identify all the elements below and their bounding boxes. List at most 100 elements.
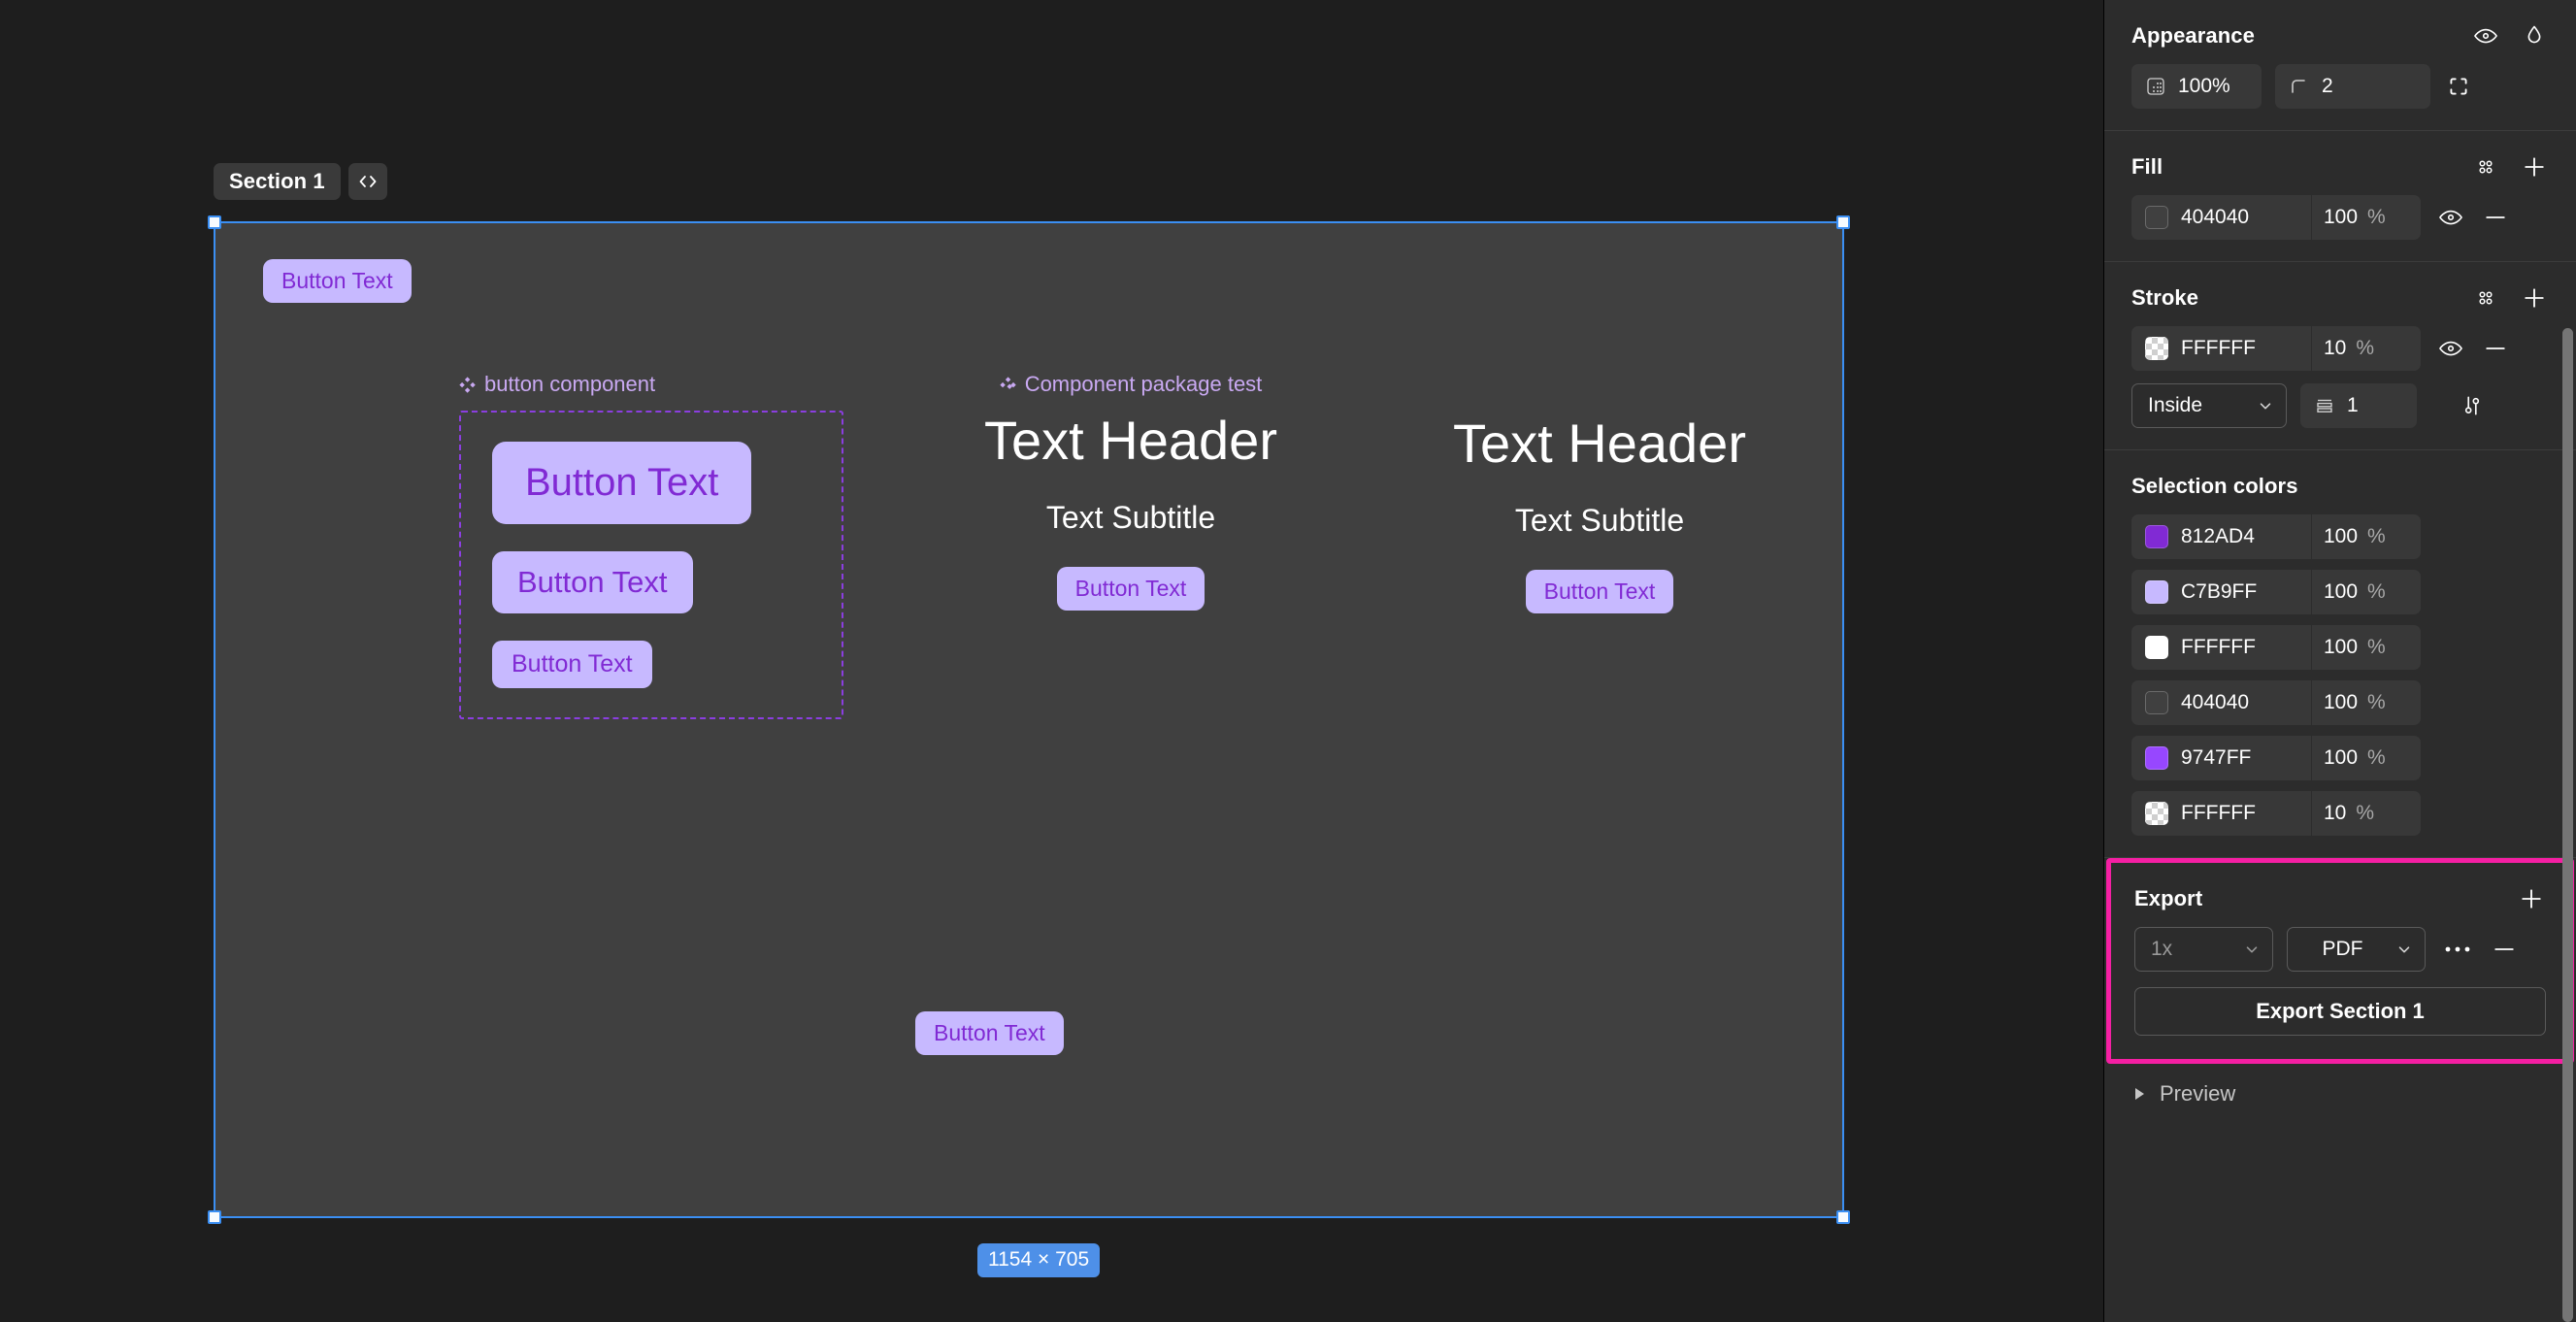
- selection-percent-sign: %: [2367, 525, 2386, 547]
- triangle-right-icon: [2135, 1088, 2144, 1100]
- code-brackets-icon[interactable]: [347, 163, 387, 200]
- selection-opacity-input[interactable]: 100 %: [2311, 570, 2421, 614]
- stroke-weight-field[interactable]: 1: [2300, 383, 2417, 428]
- selection-color-swatch[interactable]: [2145, 636, 2168, 659]
- plus-icon[interactable]: [2520, 152, 2549, 182]
- export-scale-dropdown[interactable]: 1x: [2134, 927, 2273, 972]
- opacity-value: 100%: [2178, 75, 2230, 97]
- export-format-value: PDF: [2322, 938, 2363, 960]
- component-button-small[interactable]: Button Text: [492, 641, 652, 688]
- clip-content-icon[interactable]: [2444, 72, 2473, 101]
- dimension-badge: 1154 × 705: [977, 1243, 1101, 1277]
- stroke-remove-minus-icon[interactable]: [2481, 334, 2510, 363]
- stroke-opacity-input[interactable]: 10 %: [2311, 326, 2421, 371]
- selection-opacity-input[interactable]: 10 %: [2311, 791, 2421, 836]
- fill-hex-value: 404040: [2181, 206, 2250, 228]
- selection-color-input[interactable]: FFFFFF 100 %: [2131, 625, 2421, 670]
- selection-color-input[interactable]: C7B9FF 100 %: [2131, 570, 2421, 614]
- selection-opacity-value: 100: [2324, 636, 2359, 658]
- stroke-settings-icon[interactable]: [2458, 391, 2487, 420]
- section-name-chip[interactable]: Section 1: [214, 163, 341, 200]
- resize-handle-top-right[interactable]: [1836, 215, 1850, 229]
- selection-percent-sign: %: [2356, 802, 2375, 824]
- selection-percent-sign: %: [2367, 691, 2386, 713]
- canvas-button-top-left[interactable]: Button Text: [263, 259, 412, 303]
- component-frame[interactable]: Button Text Button Text Button Text: [459, 411, 843, 719]
- stroke-align-value: Inside: [2148, 394, 2203, 416]
- opacity-field[interactable]: 100%: [2131, 64, 2262, 109]
- selection-percent-sign: %: [2367, 580, 2386, 603]
- corner-radius-value: 2: [2322, 75, 2333, 97]
- selection-hex-value: 9747FF: [2181, 746, 2252, 769]
- canvas-area[interactable]: Section 1 Button Text: [0, 0, 2103, 1322]
- text-group-2[interactable]: Text Header Text Subtitle Button Text: [1439, 413, 1760, 613]
- fill-opacity-value: 100: [2324, 206, 2359, 228]
- fill-opacity-input[interactable]: 100 %: [2311, 195, 2421, 240]
- section-frame[interactable]: Button Text button component Button Text…: [208, 215, 1850, 1224]
- selection-opacity-input[interactable]: 100 %: [2311, 514, 2421, 559]
- fill-section: Fill: [2104, 131, 2576, 262]
- plus-icon[interactable]: [2517, 884, 2546, 913]
- text-subtitle-2: Text Subtitle: [1514, 502, 1685, 538]
- fill-color-input[interactable]: 404040 100 %: [2131, 195, 2421, 240]
- stroke-visibility-eye-icon[interactable]: [2436, 334, 2465, 363]
- styles-grid-icon[interactable]: [2471, 283, 2500, 313]
- fill-remove-minus-icon[interactable]: [2481, 203, 2510, 232]
- resize-handle-bottom-right[interactable]: [1836, 1210, 1850, 1224]
- selection-color-row: 404040 100 %: [2131, 680, 2549, 725]
- component-button-medium[interactable]: Button Text: [492, 551, 693, 613]
- component-group-package-test[interactable]: Component package test Text Header Text …: [971, 374, 1291, 611]
- selection-color-swatch[interactable]: [2145, 525, 2168, 548]
- opacity-grid-icon: [2145, 76, 2166, 97]
- ellipsis-icon[interactable]: [2443, 935, 2472, 964]
- stroke-color-swatch[interactable]: [2145, 337, 2168, 360]
- styles-grid-icon[interactable]: [2471, 152, 2500, 182]
- selection-opacity-input[interactable]: 100 %: [2311, 680, 2421, 725]
- selection-color-input[interactable]: 404040 100 %: [2131, 680, 2421, 725]
- text-header-2: Text Header: [1453, 413, 1746, 474]
- stroke-opacity-value: 10: [2324, 337, 2347, 359]
- panel-scrollbar[interactable]: [2562, 328, 2573, 1322]
- selection-color-input[interactable]: 9747FF 100 %: [2131, 736, 2421, 780]
- resize-handle-bottom-left[interactable]: [208, 1210, 221, 1224]
- appearance-section: Appearance: [2104, 0, 2576, 131]
- selection-opacity-input[interactable]: 100 %: [2311, 736, 2421, 780]
- component-group-button-component[interactable]: button component Button Text Button Text…: [459, 374, 843, 719]
- export-format-dropdown[interactable]: PDF: [2287, 927, 2426, 972]
- text-group-button-1[interactable]: Button Text: [1056, 566, 1205, 611]
- droplet-icon[interactable]: [2520, 21, 2549, 50]
- selection-color-input[interactable]: 812AD4 100 %: [2131, 514, 2421, 559]
- stroke-color-input[interactable]: FFFFFF 10 %: [2131, 326, 2421, 371]
- stroke-percent-sign: %: [2356, 337, 2375, 359]
- resize-handle-top-left[interactable]: [208, 215, 221, 229]
- selection-color-swatch[interactable]: [2145, 746, 2168, 770]
- selection-hex-value: 404040: [2181, 691, 2250, 713]
- chevron-down-icon: [2243, 941, 2261, 958]
- component-label-row: button component: [459, 374, 843, 395]
- stroke-align-dropdown[interactable]: Inside: [2131, 383, 2287, 428]
- canvas-button-bottom-center[interactable]: Button Text: [915, 1011, 1064, 1055]
- fill-visibility-eye-icon[interactable]: [2436, 203, 2465, 232]
- selection-color-swatch[interactable]: [2145, 802, 2168, 825]
- export-section-button[interactable]: Export Section 1: [2134, 987, 2546, 1036]
- selection-opacity-input[interactable]: 100 %: [2311, 625, 2421, 670]
- corner-radius-field[interactable]: 2: [2275, 64, 2430, 109]
- selection-hex-value: FFFFFF: [2181, 802, 2256, 824]
- selection-percent-sign: %: [2367, 636, 2386, 658]
- eye-icon[interactable]: [2471, 21, 2500, 50]
- preview-disclosure-row[interactable]: Preview: [2104, 1064, 2576, 1120]
- plus-icon[interactable]: [2520, 283, 2549, 313]
- selection-color-input[interactable]: FFFFFF 10 %: [2131, 791, 2421, 836]
- preview-label: Preview: [2160, 1081, 2236, 1106]
- selection-color-swatch[interactable]: [2145, 580, 2168, 604]
- selection-color-row: 812AD4 100 %: [2131, 514, 2549, 559]
- selection-color-row: FFFFFF 10 %: [2131, 791, 2549, 836]
- component-diamond-icon: [459, 376, 476, 393]
- text-group-button-2[interactable]: Button Text: [1525, 569, 1674, 613]
- export-remove-minus-icon[interactable]: [2490, 935, 2519, 964]
- fill-color-swatch[interactable]: [2145, 206, 2168, 229]
- component-diamond-icon: [1000, 376, 1016, 389]
- corner-radius-icon: [2289, 77, 2308, 96]
- selection-color-swatch[interactable]: [2145, 691, 2168, 714]
- component-button-large[interactable]: Button Text: [492, 442, 752, 524]
